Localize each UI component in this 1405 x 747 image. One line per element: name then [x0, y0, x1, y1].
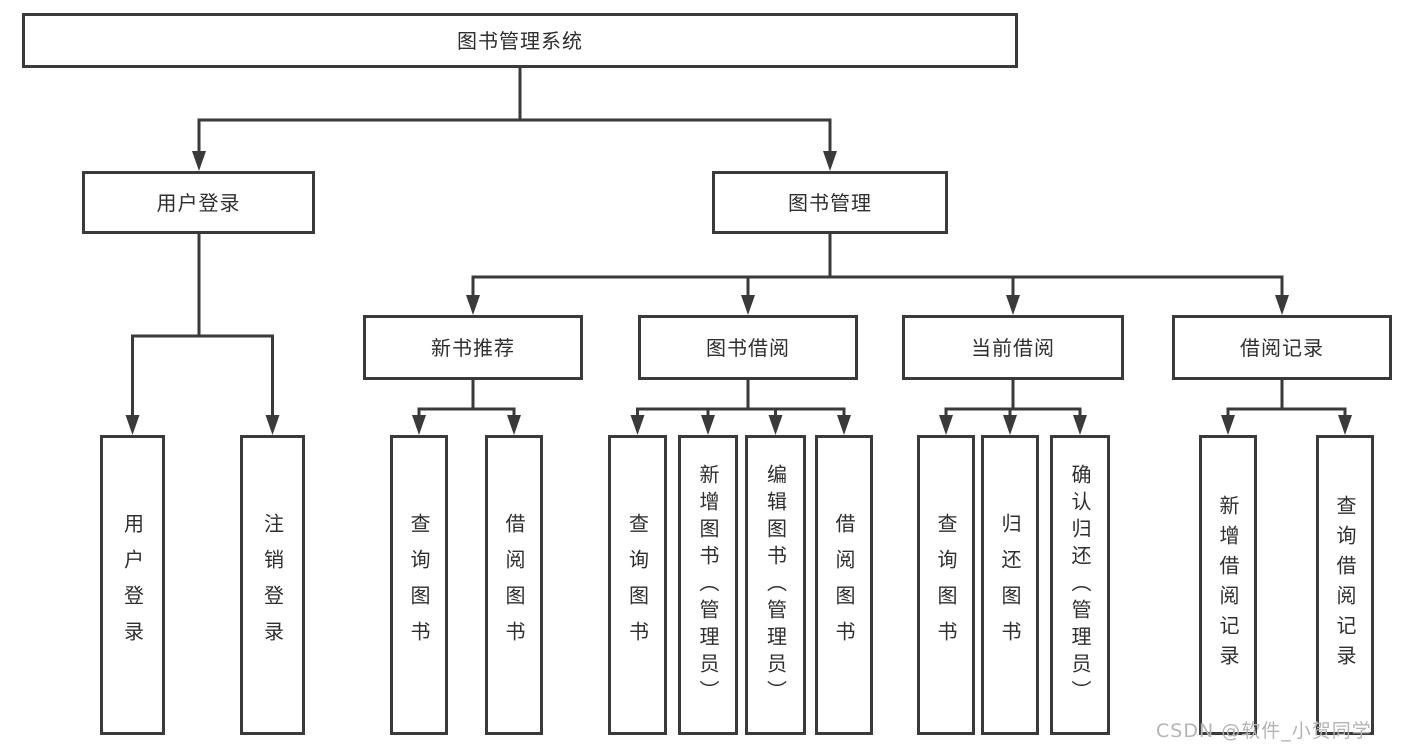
leaf-query-books-borrow: 查询图书	[608, 435, 667, 735]
leaf-label: 用户登录	[120, 513, 145, 657]
node-label: 用户登录	[156, 190, 241, 215]
leaf-return-books: 归还图书	[981, 435, 1039, 735]
leaf-query-borrow-record: 查询借阅记录	[1316, 435, 1374, 735]
node-label: 借阅记录	[1240, 335, 1324, 360]
leaf-logout: 注销登录	[240, 435, 305, 735]
node-label: 图书管理	[788, 190, 872, 215]
wire-current-to-leaves	[939, 378, 1087, 435]
leaf-borrow-books: 借阅图书	[815, 435, 873, 735]
leaf-label: 查询图书	[625, 513, 650, 657]
leaf-label: 新增借阅记录	[1216, 495, 1240, 675]
leaf-label: 新增图书（管理员）	[696, 463, 720, 707]
node-label: 图书借阅	[706, 335, 790, 360]
node-book-borrowing: 图书借阅	[638, 315, 858, 380]
wire-records-to-leaves	[1221, 378, 1352, 435]
leaf-label: 查询图书	[934, 513, 958, 657]
leaf-label: 注销登录	[260, 513, 285, 657]
leaf-confirm-return-admin: 确认归还（管理员）	[1050, 435, 1110, 735]
node-label: 当前借阅	[971, 335, 1055, 360]
node-label: 新书推荐	[431, 335, 515, 360]
leaf-label: 归还图书	[998, 513, 1022, 657]
leaf-label: 编辑图书（管理员）	[763, 463, 788, 707]
leaf-label: 借阅图书	[832, 513, 856, 657]
leaf-label: 借阅图书	[502, 513, 526, 657]
leaf-label: 查询图书	[407, 513, 431, 657]
node-root-system: 图书管理系统	[22, 13, 1018, 68]
node-user-login-branch: 用户登录	[82, 171, 315, 234]
node-borrowing-records: 借阅记录	[1172, 315, 1392, 380]
leaf-borrow-books-recommend: 借阅图书	[485, 435, 543, 735]
leaf-label: 查询借阅记录	[1333, 495, 1357, 675]
csdn-watermark: CSDN @软件_小贺同学	[1156, 720, 1372, 742]
leaf-edit-books-admin: 编辑图书（管理员）	[745, 435, 806, 735]
wire-recommend-to-leaves	[412, 378, 521, 435]
node-label: 图书管理系统	[457, 28, 583, 53]
leaf-label: 确认归还（管理员）	[1068, 463, 1092, 707]
wire-book-mgmt-to-level3	[466, 232, 1289, 315]
node-current-borrowing: 当前借阅	[902, 315, 1124, 380]
node-book-management: 图书管理	[712, 171, 948, 234]
leaf-add-books-admin: 新增图书（管理员）	[678, 435, 738, 735]
node-new-book-recommend: 新书推荐	[363, 315, 583, 380]
wire-user-login-to-leaves	[125, 232, 280, 435]
wire-root-to-level2	[192, 66, 837, 171]
leaf-query-books-recommend: 查询图书	[390, 435, 448, 735]
leaf-add-borrow-record: 新增借阅记录	[1199, 435, 1257, 735]
wire-borrow-to-leaves	[630, 378, 851, 435]
leaf-query-books-current: 查询图书	[917, 435, 975, 735]
leaf-user-login: 用户登录	[100, 435, 165, 735]
